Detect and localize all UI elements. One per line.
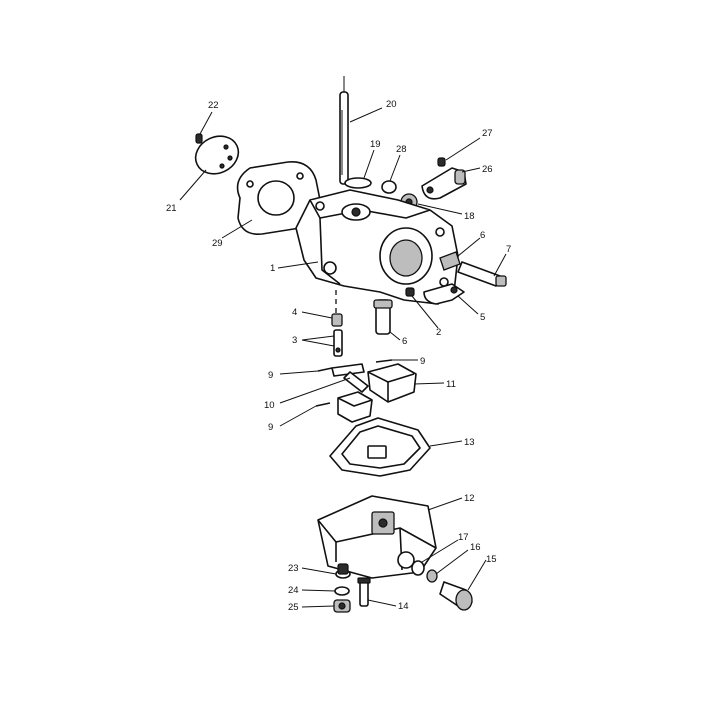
part-29-gasket <box>236 161 321 235</box>
callout-3: 3 <box>292 335 297 346</box>
callout-24: 24 <box>288 585 299 596</box>
part-2-screw <box>405 287 415 297</box>
callout-18: 18 <box>464 211 475 222</box>
part-4-fitting <box>331 313 343 327</box>
callout-16: 16 <box>470 542 481 553</box>
part-9-pin-left <box>317 367 333 372</box>
part-5-lever <box>423 283 465 305</box>
part-12-float-bowl <box>317 495 437 579</box>
callout-6-upper: 6 <box>480 230 485 241</box>
callout-15: 15 <box>486 554 497 565</box>
part-6-spring <box>439 251 461 271</box>
callout-20: 20 <box>386 99 397 110</box>
callout-6-lower: 6 <box>402 336 407 347</box>
callout-14: 14 <box>398 601 409 612</box>
part-3-nozzle <box>333 329 343 357</box>
callout-12: 12 <box>464 493 475 504</box>
callout-2: 2 <box>436 327 441 338</box>
part-26-lever <box>421 167 467 200</box>
callout-13: 13 <box>464 437 475 448</box>
callout-28: 28 <box>396 144 407 155</box>
callout-21: 21 <box>166 203 177 214</box>
callout-26: 26 <box>482 164 493 175</box>
callout-19: 19 <box>370 139 381 150</box>
part-7-needle-screw <box>457 261 507 287</box>
part-25-main-jet <box>333 599 351 613</box>
callout-17: 17 <box>458 532 469 543</box>
part-23-spacer <box>335 563 351 579</box>
part-13-gasket <box>329 417 431 477</box>
callout-9-left: 9 <box>268 370 273 381</box>
part-11-float <box>367 363 417 403</box>
callout-11: 11 <box>446 379 456 390</box>
part-9-pin-upper <box>375 359 393 363</box>
callout-labels: 22 21 29 20 19 28 27 26 18 1 6 7 5 2 4 3… <box>166 99 511 613</box>
callout-27: 27 <box>482 128 493 139</box>
part-22-screw <box>195 133 203 144</box>
callout-5: 5 <box>480 312 485 323</box>
callout-9-upper: 9 <box>420 356 425 367</box>
callout-7: 7 <box>506 244 511 255</box>
callout-29: 29 <box>212 238 223 249</box>
part-16-washer <box>426 569 438 583</box>
callout-25: 25 <box>288 602 299 613</box>
part-9-pin-lower <box>315 402 331 407</box>
part-20-shaft <box>339 76 349 185</box>
part-27-screw <box>437 157 446 167</box>
part-28-washer <box>381 180 397 194</box>
callout-1: 1 <box>270 263 275 274</box>
part-24-washer <box>334 586 350 596</box>
part-14-screw <box>357 577 371 607</box>
callout-10: 10 <box>264 400 275 411</box>
callout-4: 4 <box>292 307 297 318</box>
part-21-cover-plate <box>194 135 240 175</box>
part-17-o-ring <box>411 560 425 576</box>
part-15-drain-plug <box>439 581 473 611</box>
callout-22: 22 <box>208 100 219 111</box>
part-10-float-arm <box>331 363 369 393</box>
part-11-float-lower <box>337 391 373 423</box>
callout-23: 23 <box>288 563 299 574</box>
part-6-jet <box>373 299 393 335</box>
leader-lines <box>179 107 507 608</box>
part-19-plate <box>344 177 372 189</box>
callout-9-lower: 9 <box>268 422 273 433</box>
part-1-carburetor-body <box>295 189 459 305</box>
